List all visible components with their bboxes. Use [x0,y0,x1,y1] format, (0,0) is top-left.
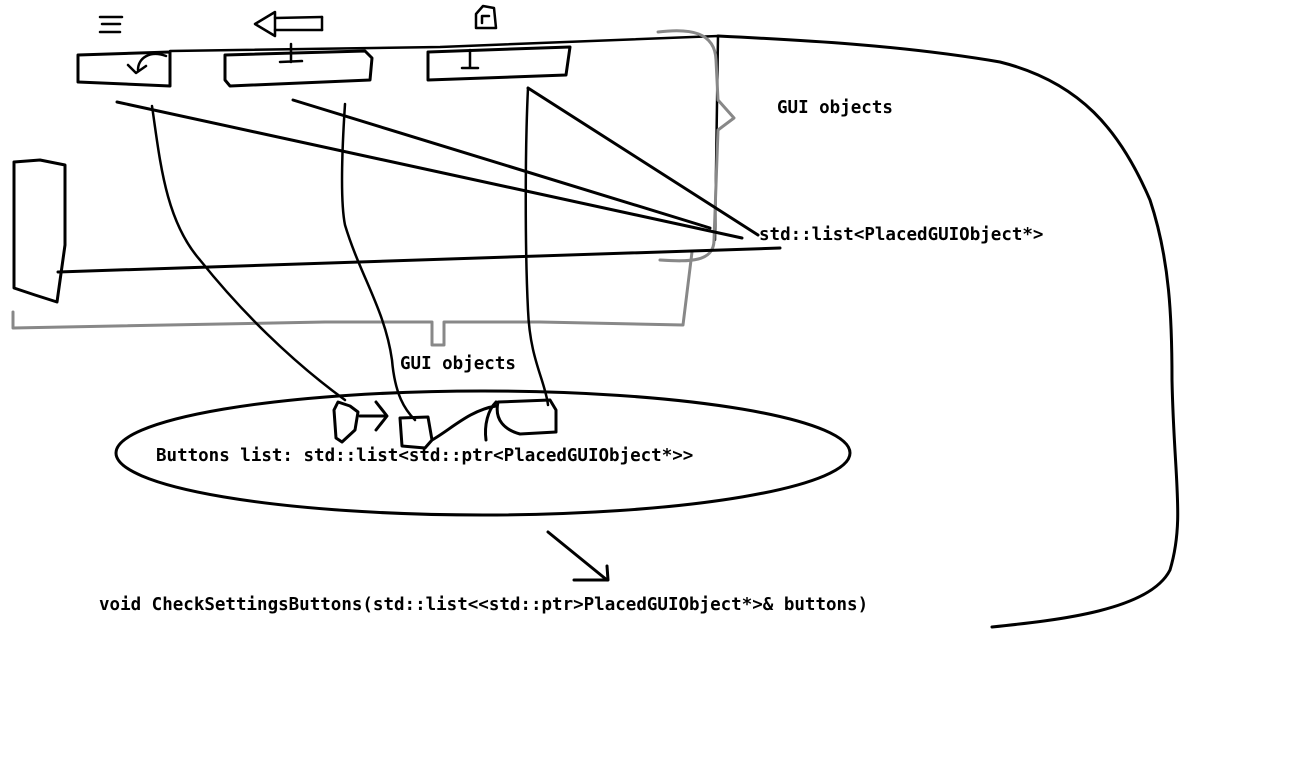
top-button-2 [223,49,374,88]
right-loop-curve [716,34,1180,629]
gui-objects-brace-right [656,29,736,263]
top-button-1 [76,50,172,88]
top-button-3-mark [460,48,480,70]
connector-lines-to-list [56,86,782,274]
down-arrow [546,530,610,582]
top-button-2-mark [278,42,304,64]
menu-icon [98,15,124,34]
back-arrow-icon [253,10,324,38]
lock-icon [474,4,498,30]
function-signature-label: void CheckSettingsButtons(std::list<<std… [99,595,869,615]
top-frame-line [168,34,720,242]
std-list-label: std::list<PlacedGUIObject*> [759,225,1044,245]
gui-objects-label-top: GUI objects [777,98,893,118]
top-button-1-arrow [126,52,168,75]
buttons-list-label: Buttons list: std::list<std::ptr<PlacedG… [156,446,694,466]
top-button-3 [426,45,572,82]
gui-objects-brace-bottom [11,250,694,347]
buttons-list-ellipse [114,389,852,517]
left-panel [12,158,67,304]
gui-objects-label-middle: GUI objects [400,354,516,374]
button-items [332,398,558,450]
